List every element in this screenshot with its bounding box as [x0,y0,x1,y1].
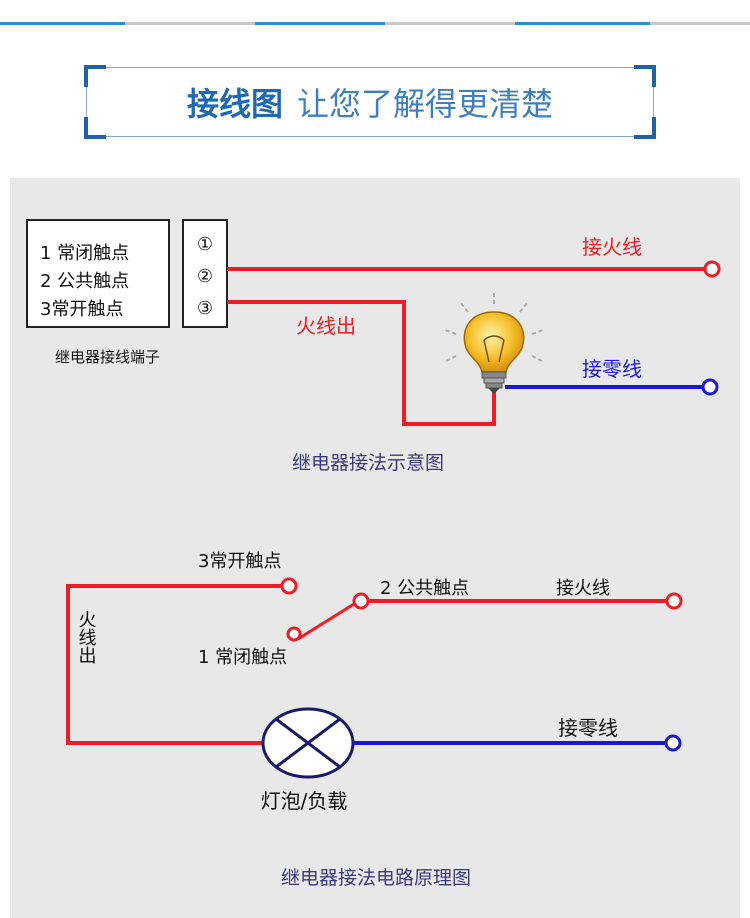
neutral-label: 接零线 [582,357,642,381]
page-title-subtitle: 让您了解得更清楚 [297,85,554,123]
common-contact-terminal [352,592,370,610]
nc-contact-label: 1 常闭触点 [198,647,287,668]
frame-corner-br [634,117,656,139]
contact-legend-box [26,219,170,328]
nc-contact-terminal [286,626,302,642]
terminal-block [182,219,228,328]
frame-corner-bl [84,117,106,139]
live-in-label: 接火线 [582,235,642,259]
light-bulb-icon [444,292,544,394]
switch-blade [297,602,355,641]
diagram2-caption: 继电器接法电路原理图 [281,867,471,889]
top-decor-line-right [515,22,650,25]
top-decor-line-mid3 [385,22,515,25]
legend-line-1: 1 常闭触点 [40,243,129,264]
neutral-terminal [701,378,719,396]
terminal-1: ① [197,234,213,255]
frame-corner-tr [634,65,656,87]
top-decor-line-end [650,22,750,25]
live-label-2: 接火线 [556,578,610,599]
neutral-terminal-2 [664,734,682,752]
top-decor-line-mid2 [255,22,385,25]
terminal-block-label: 继电器接线端子 [55,348,160,366]
live-in-terminal [703,260,721,278]
diagram1-caption: 继电器接法示意图 [292,452,444,474]
live-out-label: 火线出 [296,314,356,338]
terminal-3: ③ [197,298,213,319]
title-frame: 接线图让您了解得更清楚 [84,65,656,139]
page-title-strong: 接线图 [186,85,283,123]
page-title: 接线图让您了解得更清楚 [86,79,654,125]
legend-line-2: 2 公共触点 [40,271,129,292]
load-label: 灯泡/负载 [261,789,348,813]
title-frame-border [86,67,654,137]
live-out-wire-2 [66,584,281,745]
live-out-wire [227,300,496,426]
frame-corner-tl [84,65,106,87]
common-contact-label: 2 公共触点 [380,578,469,599]
legend-line-3: 3常开触点 [40,299,123,320]
top-decor-line-mid [125,22,255,25]
neutral-label-2: 接零线 [558,716,618,740]
terminal-2: ② [197,266,213,287]
top-decor-line-left [0,22,125,25]
live-in-terminal-2 [665,592,683,610]
no-contact-label: 3常开触点 [198,551,281,572]
lamp-load-symbol [261,707,355,779]
no-contact-terminal [280,577,298,595]
live-out-label-2: 火线出 [76,610,97,664]
